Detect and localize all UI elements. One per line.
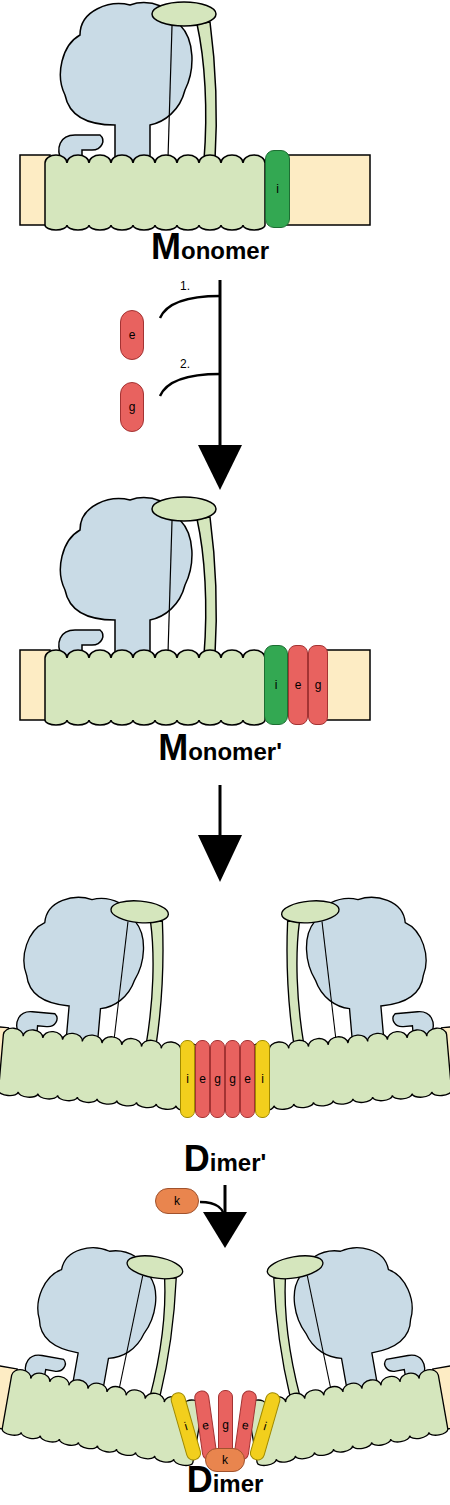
step-number: 2. xyxy=(170,358,200,370)
arrow-shaft xyxy=(219,280,222,450)
protein-subunit: g xyxy=(120,382,144,432)
atp-synthase-monomer xyxy=(0,1232,227,1467)
protein-subunit: e xyxy=(240,1040,255,1118)
subunit-letter: g xyxy=(229,1073,236,1085)
protein-subunit: k xyxy=(155,1188,199,1214)
subunit-letter: i xyxy=(183,1420,189,1432)
subunit-letter: g xyxy=(214,1073,221,1085)
stage-label: Monomer xyxy=(110,229,310,265)
atp-synthase-monomer xyxy=(20,497,265,725)
arrow-head xyxy=(198,835,242,882)
subunit-letter: k xyxy=(174,1195,180,1207)
stage-label: Dimer xyxy=(125,1462,325,1498)
protein-subunit: i xyxy=(255,1040,270,1118)
membrane-domain xyxy=(286,155,370,225)
atp-synthase-monomer xyxy=(20,2,265,230)
protein-subunit: i xyxy=(264,645,288,725)
protein-subunit: e xyxy=(120,310,144,360)
arrow-shaft xyxy=(224,1185,227,1215)
subunit-letter: i xyxy=(261,1073,264,1085)
joining-curve xyxy=(160,374,220,396)
subunit-letter: g xyxy=(315,679,322,691)
subunit-letter: e xyxy=(241,1419,249,1432)
subunit-letter: g xyxy=(129,401,136,413)
subunit-letter: e xyxy=(201,1419,209,1432)
subunit-letter: k xyxy=(222,1454,228,1466)
atp-synthase-monomer xyxy=(223,1232,450,1467)
protein-subunit: e xyxy=(195,1040,210,1118)
arrow-shaft xyxy=(219,785,222,840)
subunit-letter: e xyxy=(295,679,302,691)
membrane-domain xyxy=(324,650,370,720)
subunit-letter: g xyxy=(222,1419,229,1431)
protein-subunit: g xyxy=(225,1040,240,1118)
protein-subunit: g xyxy=(308,645,328,725)
joining-curve xyxy=(200,1202,225,1222)
subunit-letter: e xyxy=(199,1073,206,1085)
subunit-letter: i xyxy=(276,183,279,195)
protein-subunit: i xyxy=(180,1040,195,1118)
protein-subunit: i xyxy=(265,150,290,228)
subunit-letter: e xyxy=(244,1073,251,1085)
protein-subunit: g xyxy=(210,1040,225,1118)
step-number: 1. xyxy=(170,280,200,292)
subunit-letter: i xyxy=(275,679,278,691)
subunit-letter: i xyxy=(262,1420,268,1432)
arrow-head xyxy=(198,445,242,490)
stage-label: Dimer' xyxy=(125,1141,325,1177)
protein-subunit: e xyxy=(288,645,308,725)
subunit-letter: i xyxy=(186,1073,189,1085)
stage-label: Monomer' xyxy=(120,730,320,766)
subunit-letter: e xyxy=(129,329,136,341)
joining-curve xyxy=(160,296,220,318)
